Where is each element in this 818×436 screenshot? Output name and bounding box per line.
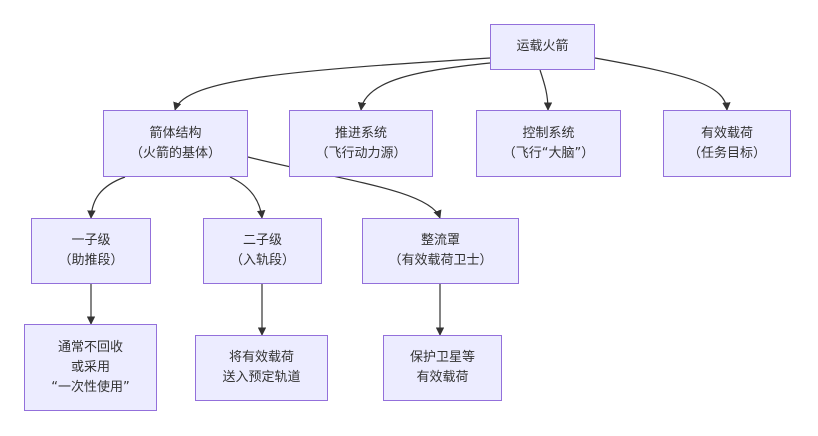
node-fairing: 整流罩 （有效载荷卫士） [362, 218, 519, 284]
node-payload: 有效载荷 （任务目标） [663, 110, 791, 177]
node-rocket-structure-title: 箭体结构 [149, 125, 202, 141]
node-first-stage-note-line2: 或采用 [70, 359, 110, 375]
node-first-stage-subtitle: （助推段） [58, 253, 124, 268]
node-launch-vehicle-line1: 运载火箭 [516, 39, 569, 54]
node-fairing-note: 保护卫星等 有效载荷 [383, 335, 502, 401]
node-first-stage-note-line3: “一次性使用” [51, 379, 130, 395]
node-rocket-structure-subtitle: （火箭的基体） [129, 145, 221, 161]
node-fairing-note-line2: 有效载荷 [416, 370, 469, 385]
node-fairing-note-line1: 保护卫星等 [409, 350, 475, 365]
node-second-stage-subtitle: （入轨段） [229, 253, 295, 268]
node-second-stage: 二子级 （入轨段） [203, 218, 322, 284]
node-control-system-subtitle: （飞行“大脑”） [502, 145, 595, 161]
node-second-stage-note-line2: 送入预定轨道 [222, 370, 301, 385]
edge-root-payload [594, 57, 731, 111]
node-second-stage-note-line1: 将有效载荷 [228, 350, 294, 365]
node-rocket-structure: 箭体结构 （火箭的基体） [103, 110, 248, 177]
node-second-stage-title: 二子级 [242, 233, 282, 248]
node-first-stage-title: 一子级 [71, 233, 111, 248]
edge-structure-fairing [247, 156, 442, 219]
node-propulsion-system-title: 推进系统 [334, 125, 387, 141]
edge-root-structure [173, 57, 491, 111]
node-control-system: 控制系统 （飞行“大脑”） [476, 110, 621, 177]
node-propulsion-system: 推进系统 （飞行动力源） [289, 110, 433, 177]
node-control-system-title: 控制系统 [522, 125, 575, 141]
node-fairing-title: 整流罩 [420, 233, 460, 248]
edge-root-control [539, 69, 553, 111]
node-launch-vehicle: 运载火箭 [490, 24, 595, 70]
node-second-stage-note: 将有效载荷 送入预定轨道 [195, 335, 328, 401]
node-payload-title: 有效载荷 [700, 125, 753, 141]
edge-structure-stage2 [229, 176, 266, 219]
node-propulsion-system-subtitle: （飞行动力源） [315, 145, 407, 161]
edge-root-propulsion [357, 62, 491, 111]
node-fairing-subtitle: （有效载荷卫士） [388, 253, 493, 268]
edge-structure-stage1 [87, 176, 126, 219]
node-first-stage-note: 通常不回收 或采用 “一次性使用” [24, 324, 157, 411]
node-payload-subtitle: （任务目标） [687, 145, 766, 161]
node-first-stage: 一子级 （助推段） [31, 218, 151, 284]
node-first-stage-note-line1: 通常不回收 [57, 339, 123, 355]
